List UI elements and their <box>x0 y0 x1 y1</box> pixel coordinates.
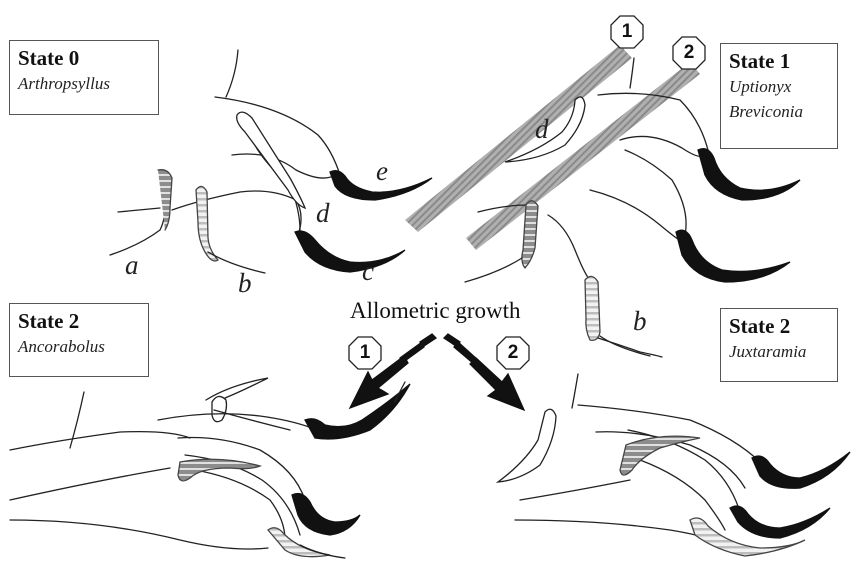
state1-taxon-1: Uptionyx <box>729 74 829 99</box>
state2-left-box: State 2 Ancorabolus <box>9 303 149 377</box>
badge-arrow-1: 1 <box>348 336 382 370</box>
state2-right-box: State 2 Juxtaramia <box>720 308 838 382</box>
badge-stripe-1-label: 1 <box>622 21 633 43</box>
badge-stripe-1: 1 <box>610 15 644 49</box>
badge-arrow-2: 2 <box>496 336 530 370</box>
label-c: c <box>362 258 374 285</box>
state2-right-taxon-1: Juxtaramia <box>729 339 829 364</box>
state1-taxon-2: Breviconia <box>729 99 829 124</box>
state0-taxon-1: Arthropsyllus <box>18 71 150 96</box>
state1-title: State 1 <box>729 48 829 74</box>
label-b: b <box>238 270 252 297</box>
label-d: d <box>316 200 330 227</box>
state2-left-appendage <box>10 378 410 558</box>
state2-right-appendage <box>498 374 850 556</box>
badge-stripe-2-label: 2 <box>684 42 695 64</box>
state2-left-title: State 2 <box>18 308 140 334</box>
state0-title: State 0 <box>18 45 150 71</box>
badge-stripe-2: 2 <box>672 36 706 70</box>
badge-arrow-2-label: 2 <box>508 342 519 364</box>
state1-box: State 1 Uptionyx Breviconia <box>720 43 838 149</box>
badge-arrow-1-label: 1 <box>360 342 371 364</box>
allometric-growth-caption: Allometric growth <box>350 299 521 322</box>
label-d-state1: d <box>535 116 549 143</box>
state2-right-title: State 2 <box>729 313 829 339</box>
state0-box: State 0 Arthropsyllus <box>9 40 159 115</box>
label-a: a <box>125 252 139 279</box>
label-e: e <box>376 158 388 185</box>
label-b-state1: b <box>633 308 647 335</box>
state2-left-taxon-1: Ancorabolus <box>18 334 140 359</box>
